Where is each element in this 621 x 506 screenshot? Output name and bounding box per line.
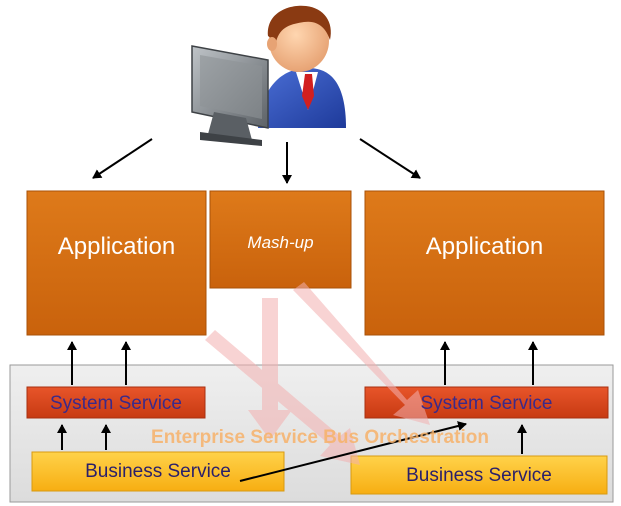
right-application-label: Application: [425, 233, 544, 260]
left-business-service-box: [31, 451, 285, 492]
service-arrows: [57, 341, 538, 482]
left-application-label: Application: [57, 233, 176, 260]
mashup-box: [209, 190, 352, 289]
right-business-service-label: Business Service: [406, 465, 552, 486]
enterprise-service-bus-label: Enterprise Service Bus Orchestration: [151, 427, 489, 448]
right-business-service-box: [350, 455, 608, 495]
user-to-applications-arrows: [92, 138, 421, 184]
left-system-service-box: [26, 386, 206, 419]
left-system-service-label: System Service: [50, 393, 182, 414]
right-system-service-label: System Service: [420, 393, 553, 414]
left-business-service-label: Business Service: [85, 461, 231, 482]
right-application-box: [364, 190, 605, 336]
user-at-computer-icon: [191, 5, 346, 146]
orchestration-flow-arrows: [205, 282, 430, 465]
mashup-label: Mash-up: [247, 233, 314, 252]
left-application-box: [26, 190, 207, 336]
